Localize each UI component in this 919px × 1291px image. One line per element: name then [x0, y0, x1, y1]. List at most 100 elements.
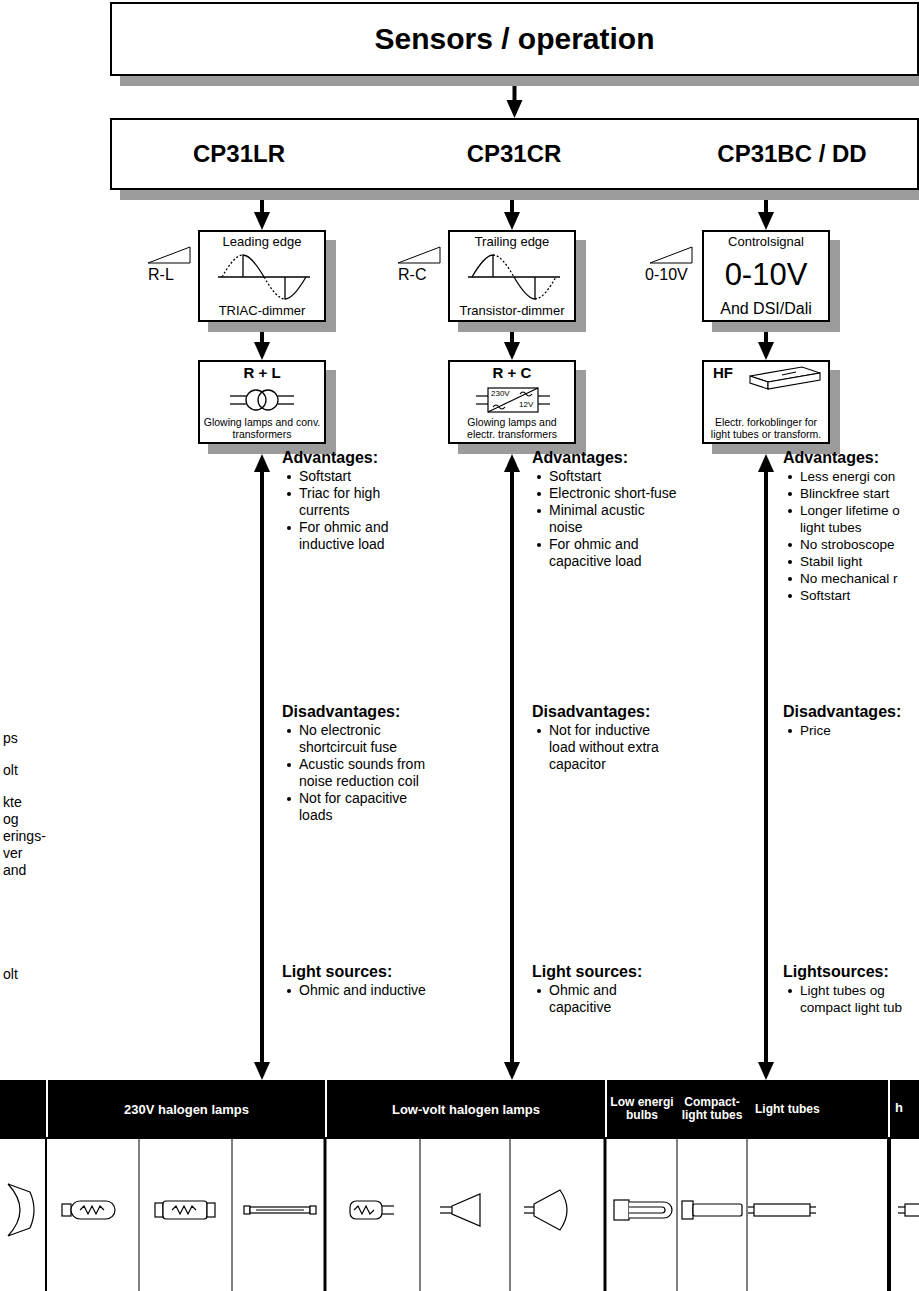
drawing-stroke — [62, 1204, 71, 1216]
drawing-stroke — [905, 1204, 919, 1216]
bullet-item: Minimal acustic noise — [532, 502, 677, 536]
drawing-stroke — [222, 255, 243, 277]
lamp-icons — [8, 1184, 919, 1236]
load-box: R + LGlowing lamps and conv. transformer… — [198, 360, 326, 444]
drawing-stroke — [629, 1207, 665, 1213]
drawing-stroke — [614, 1200, 629, 1220]
connector-arrow — [504, 332, 520, 360]
node-text: Low-volt halogen lamps — [329, 1103, 603, 1116]
drawing-stroke — [278, 395, 295, 396]
drawing-stroke — [677, 1138, 678, 1291]
bullet-item: Light tubes og compact light tub — [783, 982, 916, 1016]
drawing-stroke — [782, 372, 796, 375]
drawing-stroke — [163, 1201, 207, 1219]
section-heading: Advantages: — [282, 448, 427, 467]
node-text: CP31CR — [389, 140, 639, 168]
bullet-item: Acustic sounds from noise reduction coil — [282, 756, 427, 790]
drawing-stroke — [476, 403, 488, 404]
node-text: Glowing lamps and conv. transformers — [203, 416, 321, 440]
node-text: Low energi bulbs — [609, 1096, 675, 1122]
text-fragment: ver — [3, 845, 22, 861]
bullet-text: Ohmic and capacitive — [549, 982, 617, 1015]
drawing-stroke — [898, 1206, 905, 1207]
dimmer-box: Leading edgeTRIAC-dimmer — [198, 230, 326, 322]
bullet-text: Less energi con — [800, 469, 895, 484]
arrow-head — [504, 454, 520, 472]
drawing-stroke — [452, 1194, 480, 1226]
drawing-stroke — [80, 1206, 104, 1214]
drawing-stroke — [488, 388, 538, 412]
drawing-stroke — [534, 1190, 567, 1230]
bullet-text: Stabil light — [800, 554, 862, 569]
text-column: Advantages:Less energi conBlinckfree sta… — [783, 448, 916, 604]
bullet-dot — [788, 509, 792, 513]
bullet-dot — [788, 989, 792, 993]
drawing-stroke — [230, 403, 247, 404]
text-fragment: olt — [3, 966, 18, 982]
arrow-head — [758, 1062, 774, 1080]
bullet-text: Electronic short-fuse — [549, 485, 677, 501]
arrow-head — [254, 212, 270, 230]
text-column: Disadvantages:No electronic shortcircuit… — [282, 702, 427, 824]
drawing-stroke — [748, 1212, 754, 1213]
node-text: CP31BC / DD — [667, 140, 917, 168]
drawing-stroke — [810, 1206, 816, 1207]
drawing-stroke — [354, 1206, 374, 1214]
bullet-dot — [537, 492, 541, 496]
bullet-item: No electronic shortcircuit fuse — [282, 722, 427, 756]
connector-line — [260, 470, 264, 1064]
text-fragment: and — [3, 862, 26, 878]
drawing-stroke — [514, 277, 535, 299]
lamp-header: Compact- light tubes — [677, 1080, 747, 1138]
bullet-text: Not for inductive load without extra cap… — [549, 722, 659, 772]
bullet-item: Electronic short-fuse — [532, 485, 677, 502]
node-text: Transistor-dimmer — [453, 303, 571, 318]
drawing-stroke — [488, 388, 538, 412]
drawing-stroke — [244, 1206, 250, 1214]
load-box: HFElectr. forkoblinger for light tubes o… — [702, 360, 830, 444]
bullet-item: For ohmic and capacitive load — [532, 536, 677, 570]
drawing-stroke — [264, 277, 285, 299]
arrow-head — [504, 1062, 520, 1080]
drawing-stroke — [629, 1202, 672, 1218]
drawing-stroke — [754, 1204, 810, 1216]
bullet-item: For ohmic and inductive load — [282, 519, 427, 553]
arrow-head — [758, 212, 774, 230]
drawing-stroke — [890, 1138, 919, 1291]
bullet-dot — [788, 729, 792, 733]
drawing-stroke — [207, 1203, 215, 1217]
drawing-stroke — [898, 1212, 905, 1213]
bullet-dot — [537, 989, 541, 993]
bullet-dot — [287, 729, 291, 733]
product-band: CP31LRCP31CRCP31BC / DD — [110, 118, 919, 190]
drawing-stroke — [8, 1184, 34, 1236]
bullet-text: Acustic sounds from noise reduction coil — [299, 756, 425, 789]
drawing-stroke — [440, 1212, 452, 1213]
bullet-dot — [537, 729, 541, 733]
ramp-label: R-L — [148, 266, 174, 284]
node-text: Trailing edge — [453, 234, 571, 249]
drawing-stroke — [324, 1138, 327, 1291]
bullet-item: Not for capacitive loads — [282, 790, 427, 824]
bullet-text: Light tubes og compact light tub — [800, 983, 902, 1015]
node-text: And DSI/Dali — [707, 300, 825, 318]
bullet-text: Ohmic and inductive — [299, 982, 426, 998]
bullet-text: For ohmic and capacitive load — [549, 536, 642, 569]
connector-line — [764, 200, 768, 214]
node-text: Light tubes — [755, 1103, 820, 1116]
drawing-stroke — [278, 403, 295, 404]
node-text: 230V halogen lamps — [50, 1103, 323, 1116]
text-fragment: erings- — [3, 828, 46, 844]
drawing-stroke — [0, 1138, 919, 1291]
bullet-text: No stroboscope — [800, 537, 895, 552]
drawing-stroke — [493, 255, 514, 277]
bullet-dot — [287, 797, 291, 801]
bullet-text: No electronic shortcircuit fuse — [299, 722, 397, 755]
arrow-head — [504, 342, 520, 360]
lamp-header: 230V halogen lamps — [48, 1080, 325, 1138]
drawing-stroke — [535, 277, 556, 299]
bullet-dot — [788, 492, 792, 496]
arrow-head — [254, 454, 270, 472]
drawing-stroke — [45, 1138, 47, 1291]
